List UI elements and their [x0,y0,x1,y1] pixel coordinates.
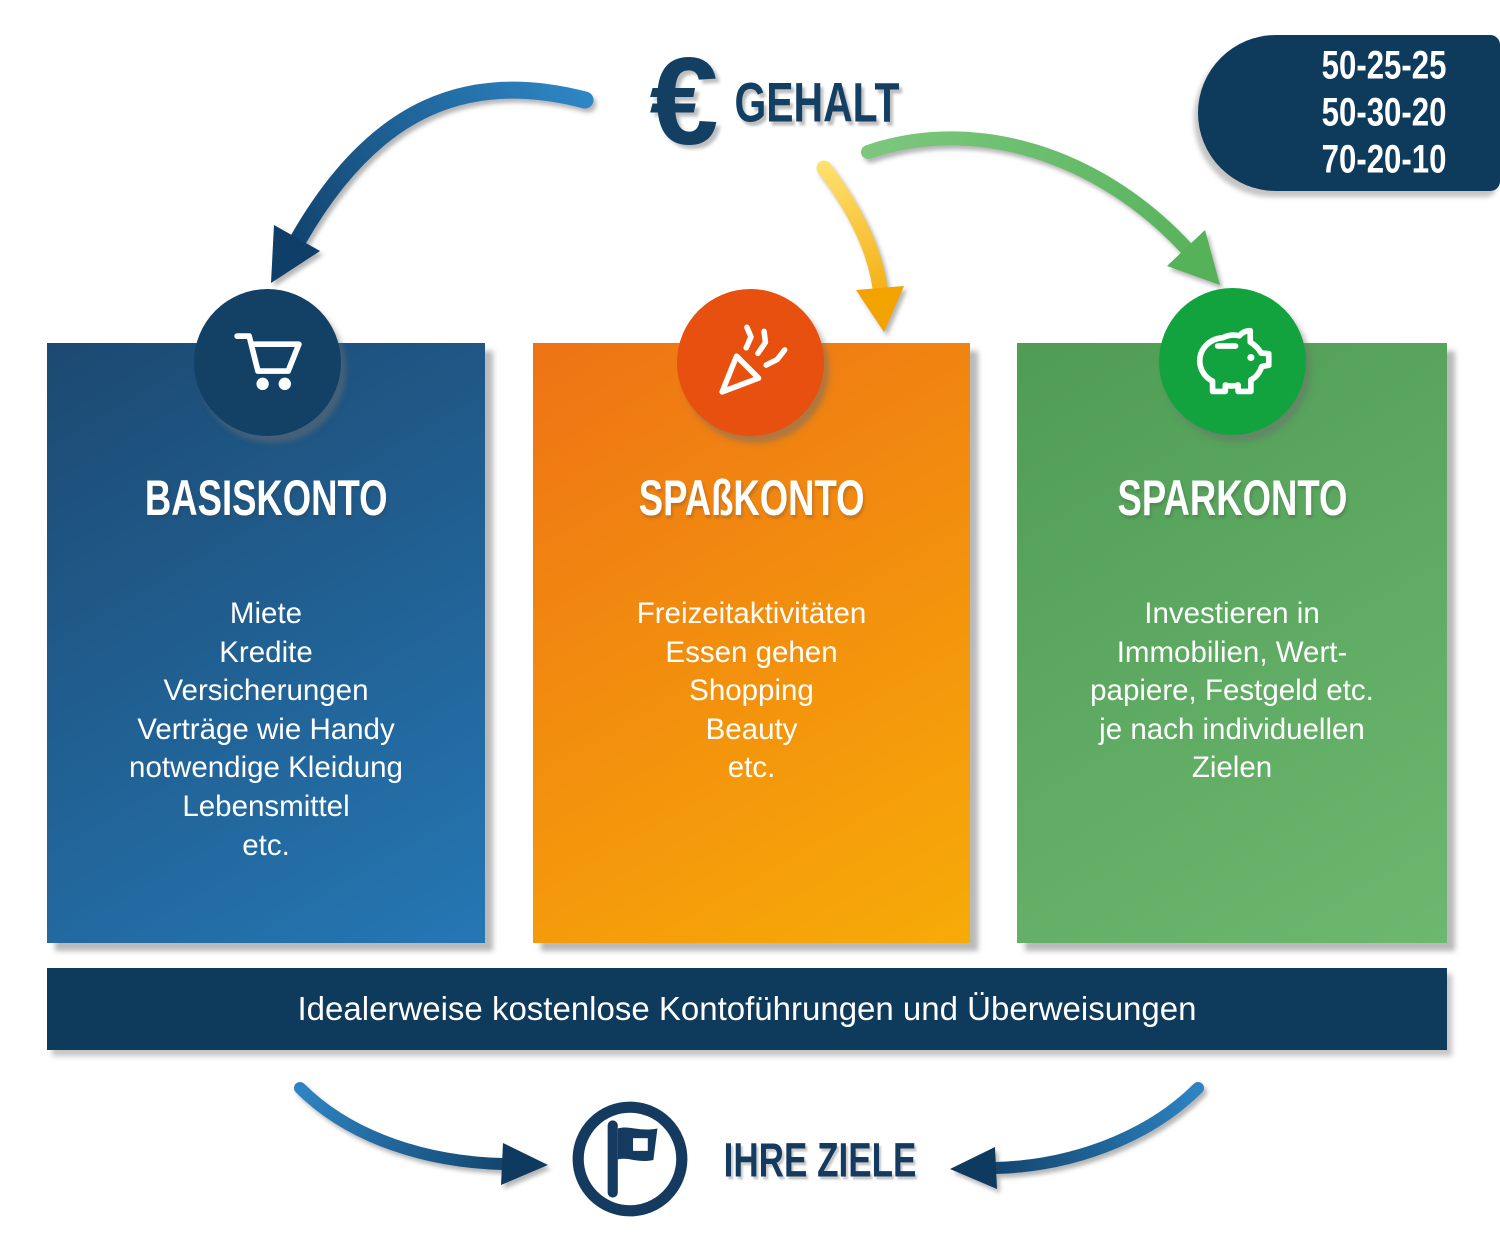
euro-icon: € [649,33,719,171]
card-basiskonto-title: BASISKONTO [47,469,485,527]
flag-icon [572,1101,688,1217]
banner-text: Idealerweise kostenlose Kontoführungen u… [297,990,1197,1027]
card-basiskonto-title-text: BASISKONTO [144,470,388,526]
card-basiskonto-body: Miete Kredite Versicherungen Verträge wi… [55,595,477,865]
basiskonto-circle [194,289,341,436]
card-line: je nach individuellen [1099,712,1365,746]
card-sparkonto-title-text: SPARKONTO [1117,470,1347,526]
goals-logo [566,1095,694,1228]
card-sparkonto-body: Investieren in Immobilien, Wert- papiere… [1025,595,1439,788]
card-spasskonto-title-text: SPAßKONTO [638,470,865,526]
card-line: Beauty [705,712,798,746]
ratio-line-1: 50-25-25 [1321,43,1447,88]
ratios-badge: 50-25-25 50-30-20 70-20-10 [1198,35,1500,191]
card-line: Zielen [1191,751,1273,785]
card-line: Immobilien, Wert- [1116,635,1348,669]
card-line: Miete [229,597,303,630]
card-spasskonto-body: Freizeitaktivitäten Essen gehen Shopping… [541,595,962,788]
banner: Idealerweise kostenlose Kontoführungen u… [47,968,1447,1050]
card-basiskonto: BASISKONTO Miete Kredite Versicherungen … [47,343,485,943]
card-line: Investieren in [1144,597,1320,630]
spasskonto-circle [677,289,824,436]
goals-label-text: IHRE ZIELE [723,1134,917,1188]
piggy-bank-icon [1196,327,1272,394]
card-line: Versicherungen [163,674,369,708]
card-line: papiere, Festgeld etc. [1090,674,1374,708]
salary-label: GEHALT [704,70,930,135]
ratio-line-2: 50-30-20 [1321,90,1447,135]
card-sparkonto-title: SPARKONTO [1017,469,1447,527]
arrow-to-basiskonto [271,81,594,283]
shopping-cart-icon [233,332,302,390]
card-line: Essen gehen [665,635,838,669]
card-line: Freizeitaktivitäten [636,597,867,630]
card-spasskonto-title: SPAßKONTO [533,469,970,527]
card-line: notwendige Kleidung [129,751,403,785]
party-popper-icon [718,324,787,395]
arrow-to-sparkonto [861,131,1220,285]
arrow-sparkonto-to-goals [950,1082,1204,1189]
goals-label: IHRE ZIELE [688,1134,952,1189]
salary-label-text: GEHALT [734,70,900,134]
card-spasskonto: SPAßKONTO Freizeitaktivitäten Essen gehe… [533,343,970,943]
arrow-basiskonto-to-goals [294,1082,548,1185]
card-line: etc. [242,828,290,862]
ratio-line-3: 70-20-10 [1321,137,1447,182]
card-line: Lebensmittel [182,789,350,823]
ratios-badge-text: 50-25-25 50-30-20 70-20-10 [1268,43,1500,184]
sparkonto-circle [1159,288,1306,435]
card-line: Verträge wie Handy [137,712,395,746]
card-line: Kredite [219,635,313,669]
card-line: etc. [727,751,776,785]
arrow-to-spasskonto [816,160,904,332]
card-line: Shopping [689,674,814,708]
card-sparkonto: SPARKONTO Investieren in Immobilien, Wer… [1017,343,1447,943]
